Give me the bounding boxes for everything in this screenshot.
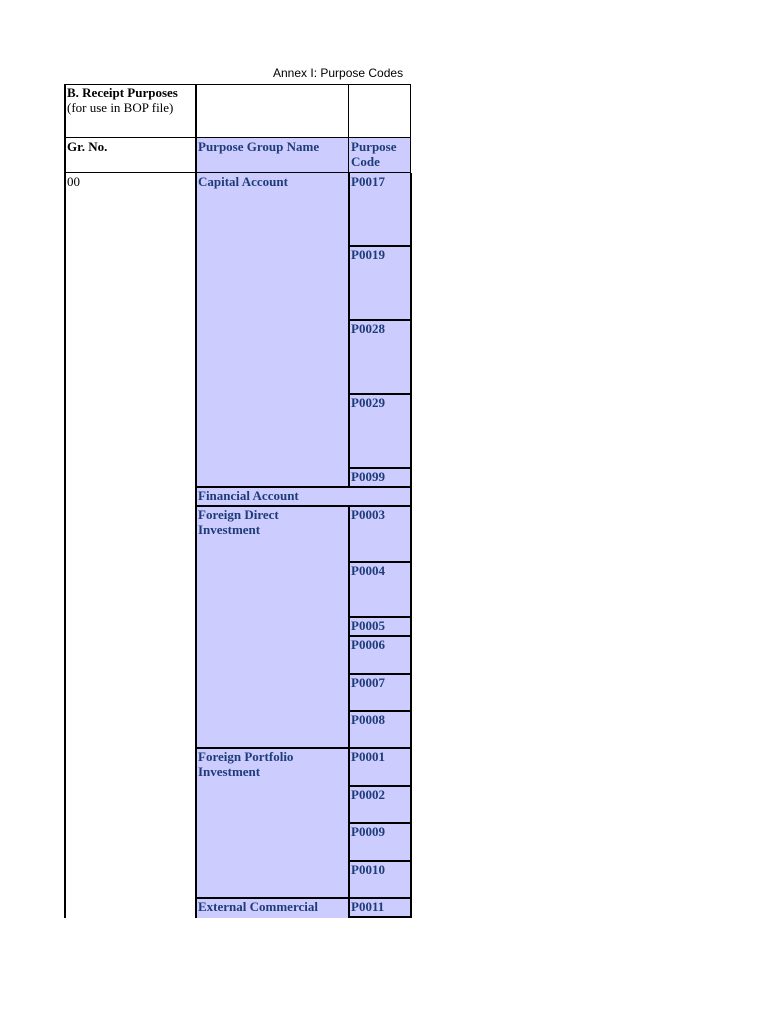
fdi-label-line1: Foreign Direct (198, 507, 279, 522)
grid-line (64, 84, 66, 918)
fdi-label-line2: Investment (198, 522, 261, 537)
section-subtitle: (for use in BOP file) (67, 100, 174, 115)
grid-line (348, 84, 349, 173)
group-foreign-direct-investment: Foreign Direct Investment (196, 506, 349, 748)
grid-line (195, 747, 412, 749)
grid-line (348, 393, 412, 395)
purpose-code-cell: P0003 (349, 506, 411, 562)
purpose-code-cell: P0005 (349, 617, 411, 636)
purpose-code-cell: P0006 (349, 636, 411, 674)
section-title: B. Receipt Purposes (67, 85, 178, 100)
grid-line (348, 673, 412, 675)
purpose-code-cell: P0002 (349, 786, 411, 823)
grid-line (64, 172, 411, 173)
grid-line (348, 785, 412, 787)
grid-line (410, 84, 411, 173)
purpose-code-cell: P0004 (349, 562, 411, 617)
annex-title: Annex I: Purpose Codes (273, 66, 404, 80)
fpi-label-line2: Investment (198, 764, 261, 779)
grid-line (348, 173, 350, 487)
grid-line (195, 486, 412, 488)
fpi-label-line1: Foreign Portfolio (198, 749, 294, 764)
purpose-code-cell: P0001 (349, 748, 411, 786)
grid-line (195, 84, 197, 918)
grid-line (348, 616, 412, 618)
purpose-code-cell: P0011 (349, 898, 411, 918)
grid-line (348, 467, 412, 469)
group-external-commercial: External Commercial (196, 898, 349, 918)
group-number: 00 (65, 173, 196, 918)
purpose-code-cell: P0008 (349, 711, 411, 748)
grid-line (195, 897, 412, 899)
grid-line (64, 84, 411, 85)
empty-header-cell (196, 84, 349, 138)
grid-line (348, 860, 412, 862)
purpose-code-cell: P0009 (349, 823, 411, 861)
section-title-cell: B. Receipt Purposes (for use in BOP file… (65, 84, 196, 138)
purpose-code-cell: P0099 (349, 468, 411, 487)
grid-line (348, 319, 412, 321)
grid-line (64, 137, 411, 138)
empty-header-cell (349, 84, 411, 138)
grid-line (348, 506, 350, 918)
purpose-code-cell: P0017 (349, 173, 411, 246)
purpose-code-header: Purpose Code (349, 138, 411, 173)
group-financial-account: Financial Account (196, 487, 411, 506)
group-foreign-portfolio-investment: Foreign Portfolio Investment (196, 748, 349, 898)
purpose-code-cell: P0007 (349, 674, 411, 711)
purpose-code-header-line2: Code (351, 154, 380, 169)
grid-line (348, 561, 412, 563)
grid-line (348, 822, 412, 824)
grid-line (348, 916, 412, 918)
grid-line (348, 710, 412, 712)
purpose-code-header-line1: Purpose (351, 139, 397, 154)
purpose-code-cell: P0028 (349, 320, 411, 394)
purpose-code-cell: P0010 (349, 861, 411, 898)
grid-line (348, 635, 412, 637)
purpose-code-cell: P0019 (349, 246, 411, 320)
grid-line (410, 173, 412, 918)
grid-line (348, 245, 412, 247)
group-name-header: Purpose Group Name (196, 138, 349, 173)
purpose-code-cell: P0029 (349, 394, 411, 468)
gr-no-header: Gr. No. (65, 138, 196, 173)
grid-line (195, 505, 412, 507)
group-capital-account: Capital Account (196, 173, 349, 487)
